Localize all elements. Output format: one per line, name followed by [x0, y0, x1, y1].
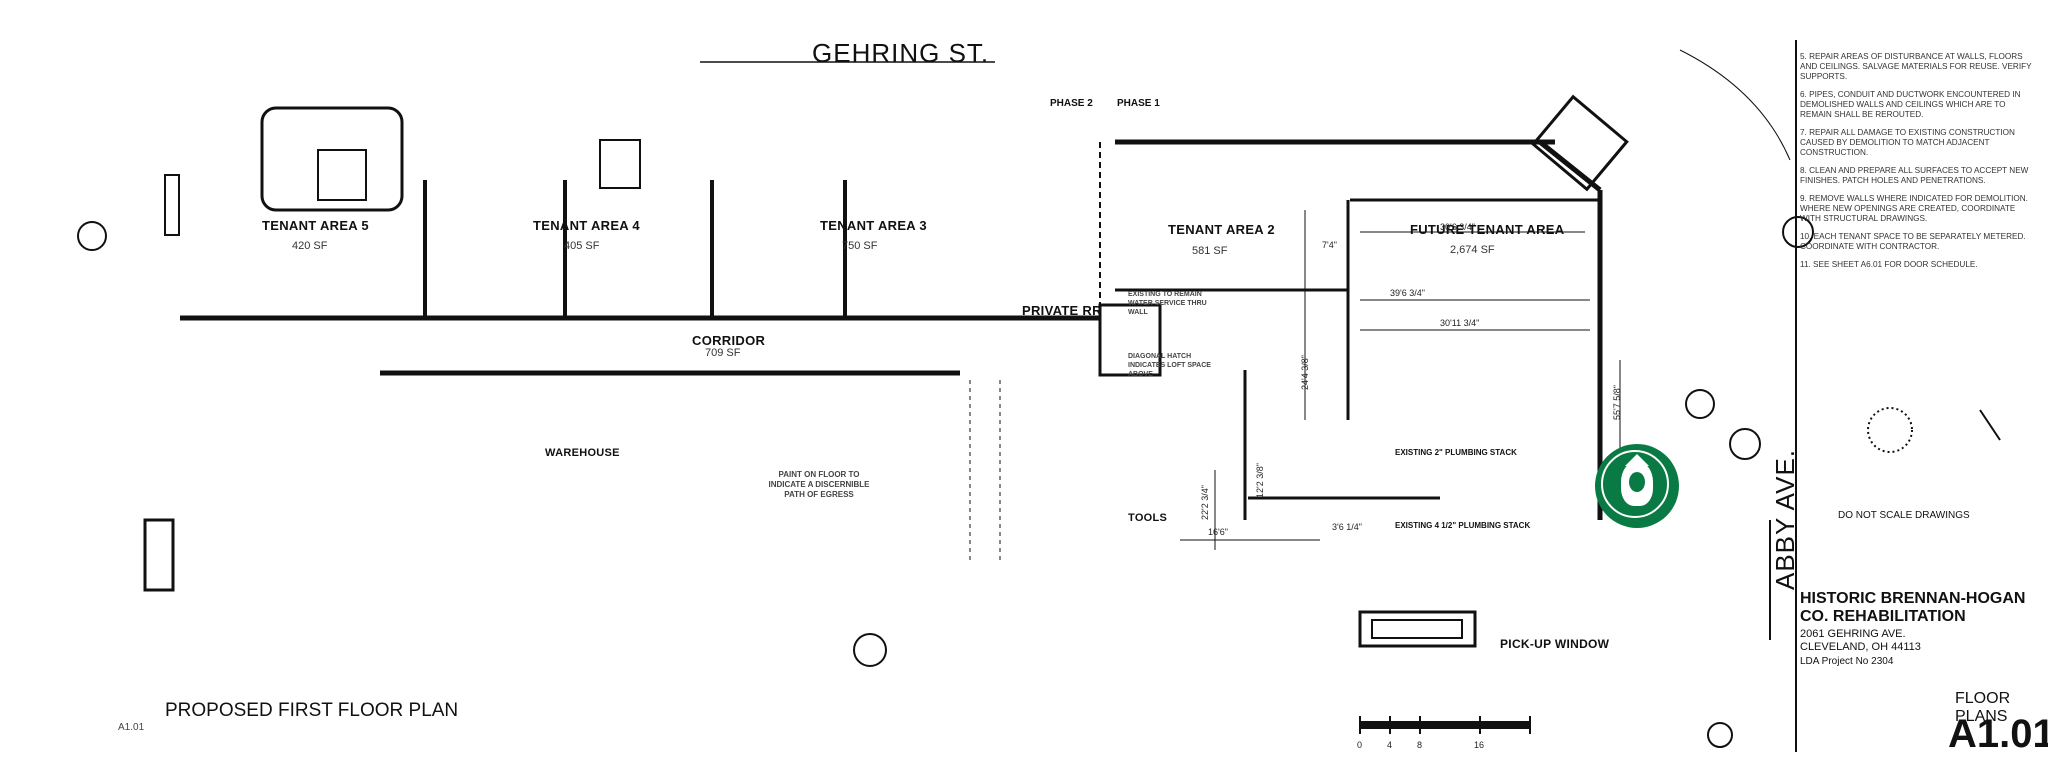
phase-1-label: PHASE 1	[1117, 98, 1160, 109]
dim-label: 12'2 3/8"	[1255, 463, 1265, 498]
scale-tick-label: 8	[1417, 740, 1423, 750]
scale-tick-label: 0	[1357, 740, 1363, 750]
callout-paint-floor: PAINT ON FLOOR TO INDICATE A DISCERNIBLE…	[768, 470, 870, 499]
tenant-4-room	[599, 139, 641, 189]
project-name-line2: CO. REHABILITATION	[1800, 608, 1966, 625]
tenant-5-room	[317, 149, 367, 201]
starbucks-logo	[1595, 444, 1679, 528]
dim-label: 7'4"	[1322, 240, 1337, 250]
north-arrow	[1867, 407, 2001, 453]
room-corridor: CORRIDOR	[692, 333, 766, 348]
dim-label: 39'6 3/4"	[1390, 288, 1425, 298]
dim-label: 16'6"	[1208, 527, 1228, 537]
note-item: 8. CLEAN AND PREPARE ALL SURFACES TO ACC…	[1800, 166, 2029, 185]
room-tenant-area-3-sf: 750 SF	[842, 240, 878, 252]
note-item: 7. REPAIR ALL DAMAGE TO EXISTING CONSTRU…	[1800, 128, 2015, 157]
private-rr-room	[1098, 303, 1162, 377]
do-not-scale-note: DO NOT SCALE DRAWINGS	[1838, 510, 1970, 521]
room-corridor-sf: 709 SF	[705, 347, 741, 359]
scale-tick-label: 4	[1387, 740, 1393, 750]
room-tenant-area-5: TENANT AREA 5	[262, 218, 369, 233]
corner-wall	[1538, 140, 1602, 192]
dim-label: 55'7 5/8"	[1612, 385, 1622, 420]
room-tenant-area-4-sf: 405 SF	[564, 240, 600, 252]
room-tenant-area-4: TENANT AREA 4	[533, 218, 640, 233]
note-item: 6. PIPES, CONDUIT AND DUCTWORK ENCOUNTER…	[1800, 90, 2021, 119]
sheet-number: A1.01	[1948, 712, 2048, 756]
project-number: LDA Project No 2304	[1800, 656, 1894, 667]
room-tenant-area-3: TENANT AREA 3	[820, 218, 927, 233]
room-warehouse: WAREHOUSE	[545, 447, 620, 459]
sheet-title: FLOOR PLANS	[1955, 690, 2011, 725]
panel-element	[164, 174, 180, 236]
street-name-top: GEHRING ST.	[812, 38, 990, 68]
callout-plumbing-4: EXISTING 4 1/2" PLUMBING STACK	[1395, 521, 1531, 530]
room-pickup-window: PICK-UP WINDOW	[1500, 637, 1610, 651]
corner-bay	[1531, 94, 1629, 192]
note-item: 10. EACH TENANT SPACE TO BE SEPARATELY M…	[1800, 232, 2026, 251]
callout-plumbing-2: EXISTING 2" PLUMBING STACK	[1395, 448, 1517, 457]
room-tenant-area-5-sf: 420 SF	[292, 240, 328, 252]
scale-tick-label: 16	[1474, 740, 1485, 750]
note-item: 11. SEE SHEET A6.01 FOR DOOR SCHEDULE.	[1800, 260, 1978, 269]
room-future-tenant-area: FUTURE TENANT AREA	[1410, 222, 1565, 237]
note-item: 9. REMOVE WALLS WHERE INDICATED FOR DEMO…	[1800, 194, 2028, 223]
project-name-line1: HISTORIC BRENNAN-HOGAN	[1800, 590, 2026, 607]
section-markers	[77, 216, 1814, 748]
dim-label: 30'6 3/4"	[1440, 222, 1475, 232]
room-tenant-area-2: TENANT AREA 2	[1168, 222, 1275, 237]
pickup-window-inner	[1371, 619, 1463, 639]
project-address-1: 2061 GEHRING AVE.	[1800, 628, 1906, 640]
phase-2-label: PHASE 2	[1050, 98, 1093, 109]
dim-label: 22'2 3/4"	[1200, 485, 1210, 520]
pickup-window-counter	[1358, 610, 1477, 648]
dim-label: 24'4 3/8"	[1300, 355, 1310, 390]
title-block	[1795, 40, 2043, 752]
tenant-5-office	[260, 106, 404, 212]
room-future-tenant-area-sf: 2,674 SF	[1450, 244, 1495, 256]
drawing-ref: A1.01	[118, 722, 145, 733]
room-tenant-area-2-sf: 581 SF	[1192, 245, 1228, 257]
general-notes: 5. REPAIR AREAS OF DISTURBANCE AT WALLS,…	[1800, 52, 2036, 278]
drawing-title: PROPOSED FIRST FLOOR PLAN	[165, 700, 459, 721]
scale-bar	[1359, 716, 1531, 734]
room-tools: TOOLS	[1128, 512, 1168, 524]
dim-label: 3'6 1/4"	[1332, 522, 1362, 532]
arc-line	[1679, 49, 1791, 161]
stair-element	[143, 518, 175, 592]
room-private-rr: PRIVATE RR	[1022, 303, 1102, 318]
note-item: 5. REPAIR AREAS OF DISTURBANCE AT WALLS,…	[1800, 52, 2032, 81]
project-address-2: CLEVELAND, OH 44113	[1800, 641, 1921, 653]
callout-water-service: EXISTING TO REMAIN WATER SERVICE THRU WA…	[1128, 291, 1207, 316]
callout-loft-hatch: DIAGONAL HATCH INDICATES LOFT SPACE ABOV…	[1128, 353, 1211, 378]
dim-label: 30'11 3/4"	[1440, 318, 1480, 328]
